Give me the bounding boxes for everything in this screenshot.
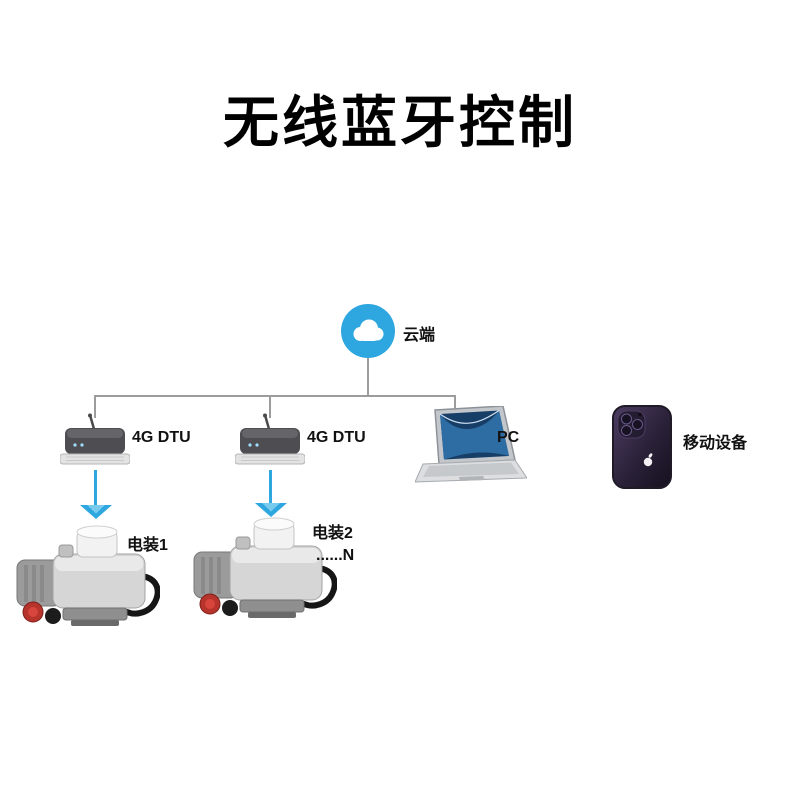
cloud-icon [341,304,395,358]
laptop-icon [414,405,528,483]
dtu1-node [59,413,131,476]
connector-cloud-to-bus [367,358,369,395]
mobile-node [610,404,676,495]
connector-dtu1-to-actuator1 [94,470,97,505]
pc-label: PC [497,429,520,446]
actuator1-node [15,524,161,631]
dtu-router-icon [234,413,306,465]
cloud-label: 云端 [403,327,436,344]
page-title: 无线蓝牙控制 [223,91,577,154]
connector-bus [94,395,456,397]
mobile-label: 移动设备 [683,435,748,452]
wireless-signal-icon [78,504,114,525]
smartphone-icon [612,405,672,489]
connector-bus-to-dtu1 [94,395,96,418]
wireless-signal-icon [253,502,289,523]
electric-actuator-icon [193,517,338,618]
dtu2-label: 4G DTU [307,429,366,446]
cloud-node [340,303,396,364]
dtu1-label: 4G DTU [132,429,191,446]
connector-dtu2-to-actuator2 [269,470,272,503]
dtu-router-icon [59,413,131,465]
electric-actuator-icon [16,525,161,626]
actuator2-label: 电装2 [312,525,353,542]
pc-node [414,405,528,497]
actuator1-label: 电装1 [127,537,168,554]
actuator2-more-label: ......N [316,547,355,564]
actuator2-node [192,516,338,623]
dtu2-node [234,413,306,476]
connector-bus-to-pc [454,395,456,410]
connector-bus-to-dtu2 [269,395,271,418]
apple-logo-icon [643,453,653,467]
